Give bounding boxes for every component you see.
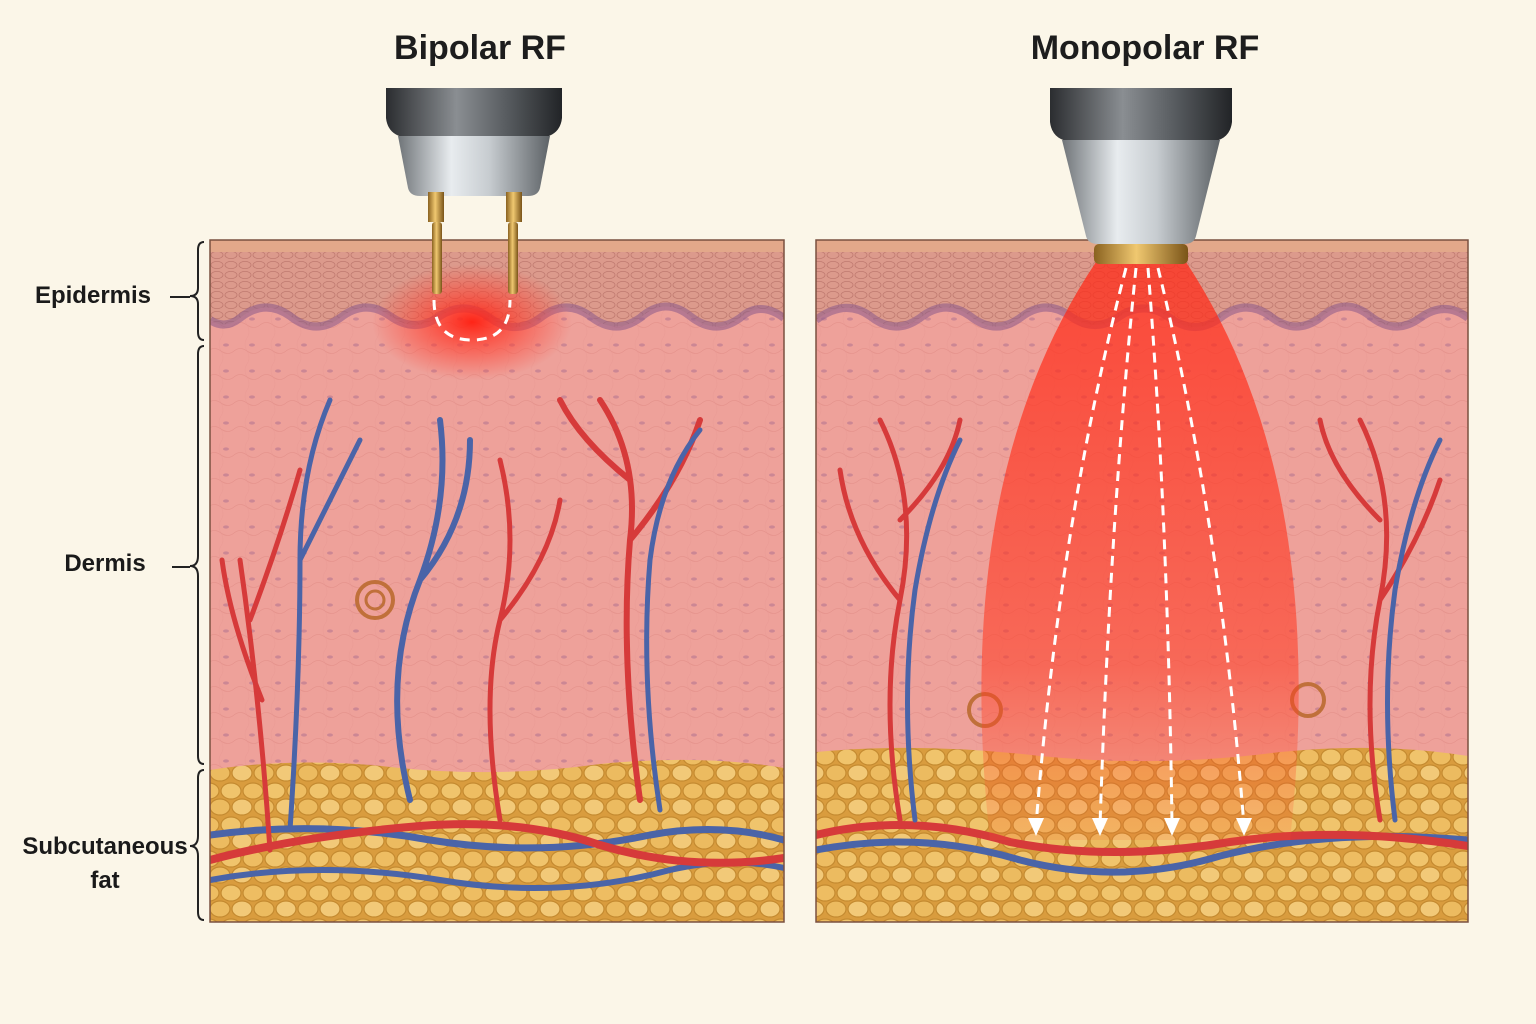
bipolar-heat-zone — [372, 264, 572, 380]
layer-brackets — [189, 241, 205, 921]
subcutaneous-fat-label-line1: Subcutaneous — [22, 833, 188, 860]
subcutaneous-fat-label: Subcutaneous fat — [15, 830, 195, 898]
monopolar-heat-zone — [981, 262, 1299, 840]
bipolar-current-path — [432, 299, 512, 342]
bipolar-rf-title: Bipolar RF — [394, 29, 566, 67]
dermis-label: Dermis — [64, 550, 146, 577]
epidermis-label: Epidermis — [34, 282, 152, 309]
monopolar-rf-title: Monopolar RF — [1030, 29, 1260, 67]
subcutaneous-fat-label-line2: fat — [90, 867, 120, 894]
monopolar-probe — [1050, 88, 1232, 264]
bipolar-probe — [386, 88, 562, 294]
epidermis-leader — [170, 296, 190, 298]
dermis-leader — [172, 566, 190, 568]
monopolar-current-arrows — [1034, 267, 1246, 827]
bipolar-skin-panel — [210, 240, 784, 922]
monopolar-skin-panel — [816, 240, 1468, 922]
